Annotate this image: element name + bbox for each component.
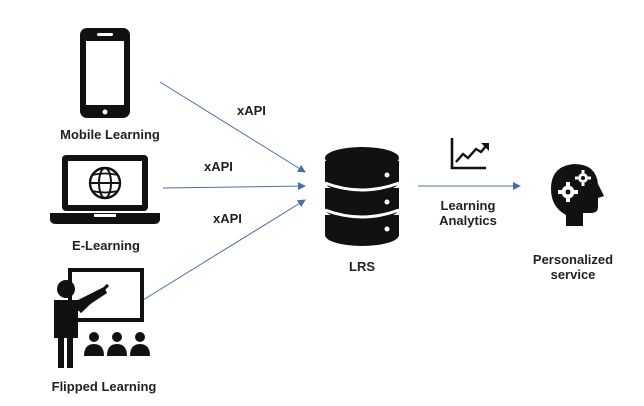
chart-trend-icon bbox=[450, 138, 489, 170]
arrow-mobile-to-lrs bbox=[159, 81, 306, 173]
arrow-label-xapi-flipped: xAPI bbox=[213, 211, 242, 226]
analytics-label-line1: Learning bbox=[440, 198, 496, 213]
output-label-line1: Personalized bbox=[532, 252, 614, 267]
teacher-classroom-icon bbox=[54, 268, 150, 368]
output-label-line2: service bbox=[550, 267, 596, 282]
arrow-flipped-to-lrs bbox=[142, 199, 306, 301]
analytics-label: Learning Analytics bbox=[439, 198, 497, 228]
lrs-label: LRS bbox=[349, 259, 375, 274]
source-label-mobile: Mobile Learning bbox=[60, 127, 160, 142]
arrow-label-xapi-elearning: xAPI bbox=[204, 159, 233, 174]
source-label-elearning: E-Learning bbox=[72, 238, 140, 253]
database-icon bbox=[324, 147, 400, 246]
output-label: Personalized service bbox=[533, 252, 613, 282]
analytics-label-line2: Analytics bbox=[439, 213, 497, 228]
arrow-label-xapi-mobile: xAPI bbox=[237, 103, 266, 118]
laptop-globe-icon bbox=[50, 155, 160, 224]
smartphone-icon bbox=[80, 28, 130, 118]
source-label-flipped: Flipped Learning bbox=[51, 379, 157, 394]
head-gears-icon bbox=[551, 164, 604, 226]
arrow-elearning-to-lrs bbox=[162, 182, 306, 191]
